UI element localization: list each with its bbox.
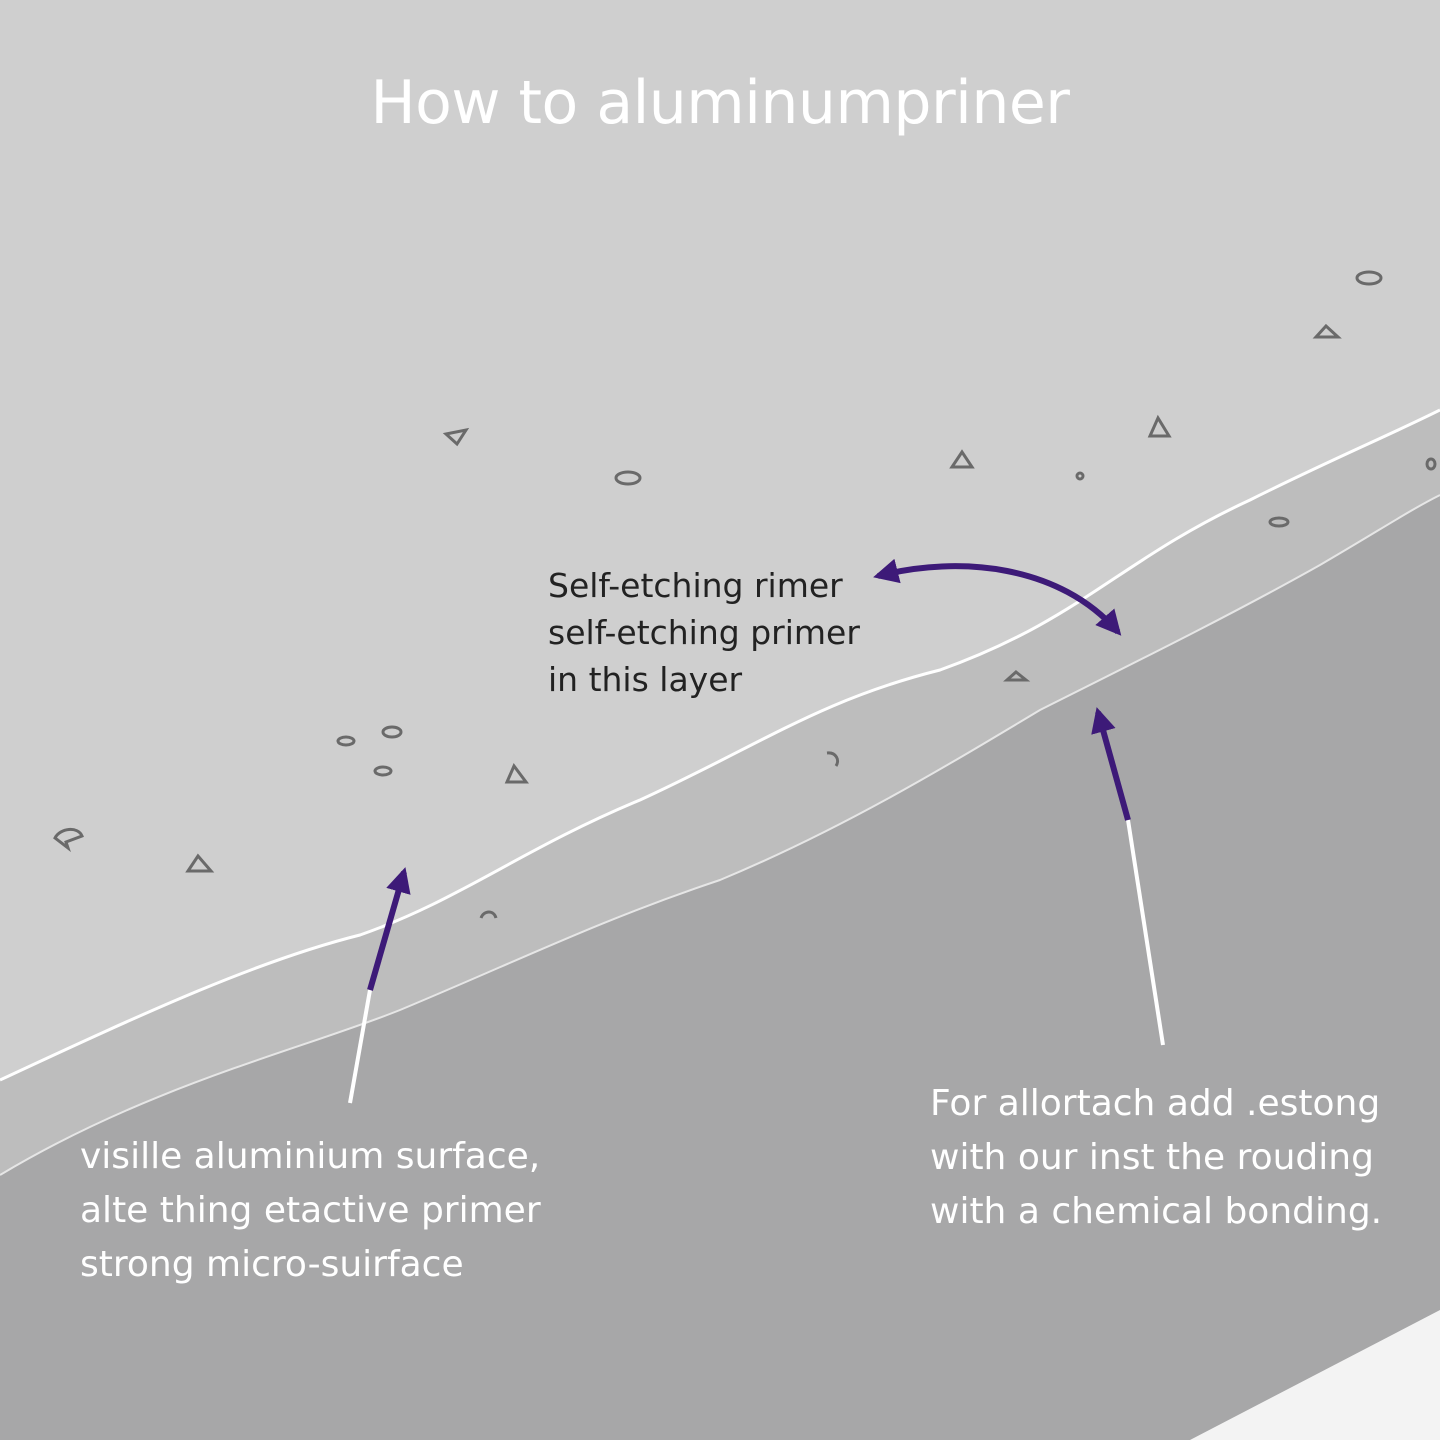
particle bbox=[504, 763, 529, 784]
primer-label-line: self-etching primer bbox=[548, 613, 860, 652]
aluminium-substrate bbox=[0, 495, 1440, 1440]
particle bbox=[614, 470, 642, 486]
substrate-boundary bbox=[0, 494, 1440, 1176]
surface-label: visille aluminium surface, alte thing et… bbox=[80, 1130, 541, 1292]
particle bbox=[53, 828, 84, 853]
diagram-title: How to aluminumpriner bbox=[370, 68, 1070, 138]
primer-layer-label: Self-etching rimer self-etching primer i… bbox=[548, 562, 860, 703]
particle bbox=[373, 765, 393, 777]
bonding-arrow bbox=[1091, 707, 1165, 1046]
surface-label-line: visille aluminium surface, bbox=[80, 1136, 541, 1177]
bonding-label-line: with a chemical bonding. bbox=[930, 1191, 1383, 1232]
particle bbox=[1075, 471, 1085, 481]
particle bbox=[479, 910, 498, 919]
particle bbox=[185, 853, 215, 873]
particle bbox=[336, 735, 356, 747]
bonding-label-line: For allortach add .estong bbox=[930, 1083, 1381, 1124]
surface-arrow bbox=[348, 867, 411, 1104]
particle bbox=[442, 427, 470, 447]
primer-arrow bbox=[873, 558, 1122, 636]
particle bbox=[1003, 670, 1031, 682]
primer-label-line: in this layer bbox=[548, 660, 743, 699]
particle bbox=[1425, 457, 1437, 471]
particle bbox=[1268, 516, 1290, 528]
surface-label-line: alte thing etactive primer bbox=[80, 1190, 541, 1231]
primer-top-boundary bbox=[0, 408, 1440, 1082]
particle bbox=[1355, 270, 1383, 286]
bonding-label: For allortach add .estong with our inst … bbox=[930, 1077, 1382, 1239]
corner-highlight bbox=[1190, 1310, 1440, 1440]
surface-label-line: strong micro-suirface bbox=[80, 1244, 464, 1285]
bonding-label-line: with our inst the rouding bbox=[930, 1137, 1374, 1178]
particle bbox=[1147, 414, 1172, 438]
particle bbox=[1312, 323, 1342, 339]
particle bbox=[949, 449, 975, 469]
particle bbox=[381, 725, 403, 739]
particles bbox=[53, 270, 1437, 919]
particle bbox=[826, 751, 840, 767]
primer-label-line: Self-etching rimer bbox=[548, 566, 843, 605]
